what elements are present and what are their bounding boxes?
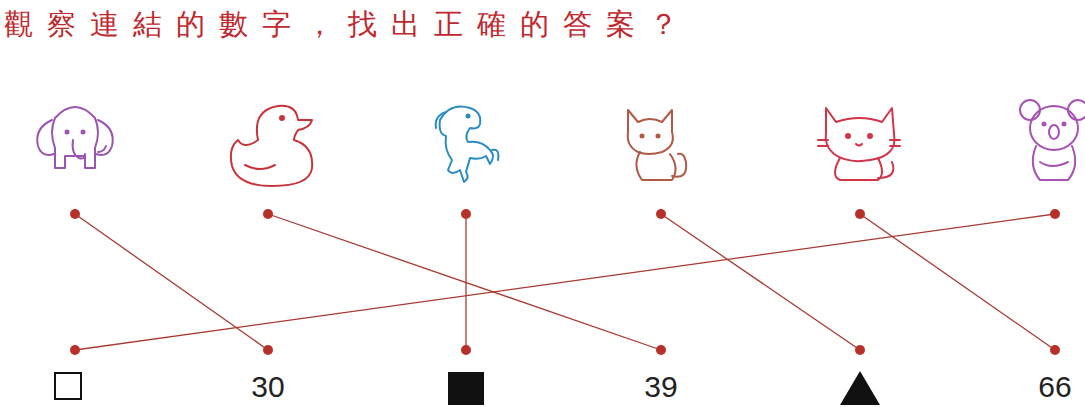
cat-icon	[818, 108, 900, 180]
fox-icon	[628, 110, 687, 180]
empty-square-symbol	[55, 373, 81, 399]
duck-icon	[231, 106, 312, 186]
connection-dots	[70, 209, 1060, 355]
puzzle-title: 觀察連結的數字，找出正確的答案？	[4, 4, 692, 44]
matching-lines	[75, 214, 1055, 350]
number-label: 30	[251, 369, 284, 405]
number-label: 66	[1038, 369, 1071, 405]
filled-triangle-symbol	[840, 371, 880, 405]
horse-icon	[436, 107, 499, 183]
koala-icon	[1020, 100, 1085, 180]
elephant-icon	[37, 107, 112, 168]
filled-square-symbol	[448, 372, 484, 405]
number-label: 39	[644, 369, 677, 405]
